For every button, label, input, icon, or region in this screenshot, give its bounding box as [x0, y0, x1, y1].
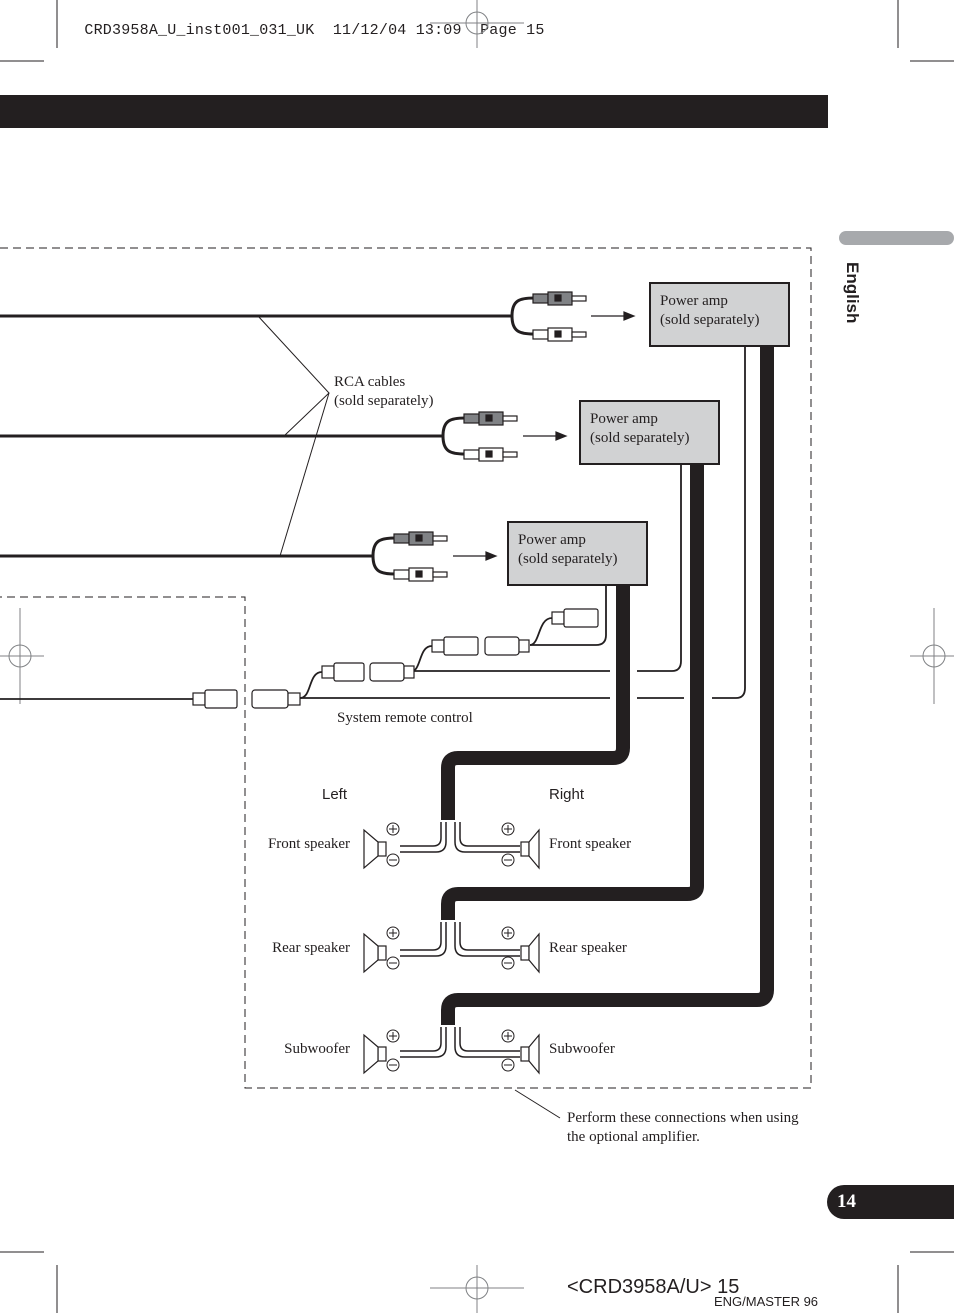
speaker-cables: [441, 346, 774, 1025]
minus-icon: [386, 853, 400, 867]
speaker-icon-rear-left: [363, 932, 387, 974]
optional-amp-boundary: [0, 247, 812, 1089]
optional-amp-note: Perform these connections when using the…: [567, 1109, 799, 1147]
speaker-label-front-left: Front speaker: [267, 836, 350, 852]
polarity-marks: [386, 822, 515, 1072]
minus-icon: [386, 1058, 400, 1072]
power-amp-3: Power amp (sold separately): [507, 521, 648, 586]
plus-icon: [386, 1029, 400, 1043]
master-code: ENG/MASTER 96: [714, 1294, 819, 1309]
print-time: 13:09: [415, 22, 462, 39]
power-amp-3-title: Power amp: [518, 532, 586, 548]
plus-icon: [501, 1029, 515, 1043]
power-amp-1: Power amp (sold separately): [649, 282, 790, 347]
rca-callout-leaders: [257, 315, 330, 557]
rca-plug-pair-1: [532, 291, 587, 342]
minus-icon: [501, 1058, 515, 1072]
speaker-label-sub-left: Subwoofer: [284, 1041, 350, 1057]
note-line1: Perform these connections when using: [567, 1110, 799, 1126]
remote-connectors: [192, 608, 599, 709]
speaker-wire-splits: [400, 822, 520, 1058]
connection-arrows: [453, 311, 636, 561]
minus-icon: [501, 853, 515, 867]
power-amp-2: Power amp (sold separately): [579, 400, 720, 465]
power-amp-2-note: (sold separately): [590, 430, 690, 446]
speaker-icon-front-left: [363, 828, 387, 870]
power-amp-2-title: Power amp: [590, 411, 658, 427]
speaker-icon-sub-left: [363, 1033, 387, 1075]
section-header-bar: [0, 95, 828, 128]
speaker-icon-rear-right: [520, 932, 540, 974]
print-date: 11/12/04: [332, 22, 407, 39]
rca-label-line2: (sold separately): [334, 393, 434, 409]
minus-icon: [386, 956, 400, 970]
plus-icon: [386, 926, 400, 940]
page-number-tab: 14: [827, 1185, 954, 1219]
doc-code: <CRD3958A/U> 15: [567, 1276, 740, 1298]
speaker-icons: [363, 828, 540, 1075]
remote-wires: [0, 346, 746, 700]
speaker-label-rear-left: Rear speaker: [272, 940, 350, 956]
rca-label-line1: RCA cables: [334, 374, 406, 390]
channel-left-label: Left: [322, 786, 348, 803]
note-line2: the optional amplifier.: [567, 1129, 700, 1145]
rca-plug-pair-3: [393, 531, 448, 582]
rca-cables-label: RCA cables (sold separately): [334, 373, 434, 411]
power-amp-1-title: Power amp: [660, 293, 728, 309]
registration-mark-left: [0, 608, 44, 704]
note-leader-line: [514, 1089, 561, 1119]
print-file-name: CRD3958A_U_inst001_031_UK: [84, 22, 315, 39]
speaker-label-front-right: Front speaker: [549, 836, 632, 852]
rca-plugs: [393, 291, 587, 582]
rca-plug-pair-2: [463, 411, 518, 462]
speaker-label-rear-right: Rear speaker: [549, 940, 627, 956]
channel-right-label: Right: [549, 786, 585, 803]
remote-control-label: System remote control: [337, 710, 473, 726]
registration-mark-top: [430, 0, 524, 48]
power-amp-3-note: (sold separately): [518, 551, 618, 567]
print-header: CRD3958A_U_inst001_031_UK 11/12/04 13:09…: [66, 5, 545, 39]
speaker-label-sub-right: Subwoofer: [549, 1041, 615, 1057]
speaker-icon-sub-right: [520, 1033, 540, 1075]
minus-icon: [501, 956, 515, 970]
plus-icon: [501, 822, 515, 836]
registration-mark-bottom: [430, 1265, 524, 1313]
plus-icon: [386, 822, 400, 836]
language-tab: [839, 231, 954, 245]
rca-cables: [0, 296, 535, 576]
registration-mark-right: [910, 608, 954, 704]
power-amp-1-note: (sold separately): [660, 312, 760, 328]
speaker-icon-front-right: [520, 828, 540, 870]
print-page-label: Page 15: [480, 22, 545, 39]
plus-icon: [501, 926, 515, 940]
